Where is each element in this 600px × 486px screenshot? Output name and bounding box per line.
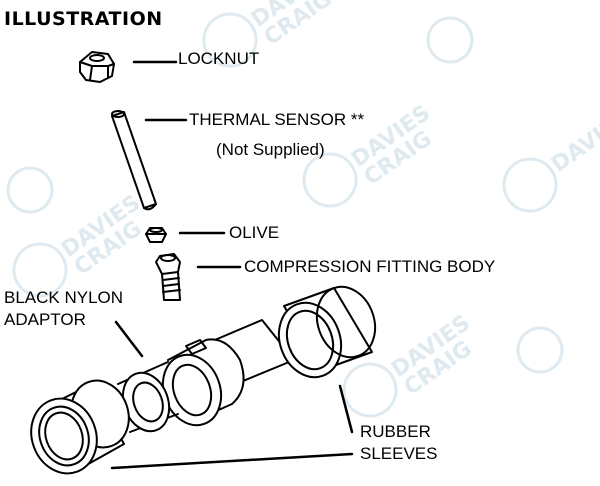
rubber-sleeve-right-part — [277, 285, 377, 379]
olive-part — [145, 227, 167, 243]
rubber-sleeves-leader-lower — [110, 452, 354, 470]
rubber-sleeves-leader-upper — [338, 384, 354, 434]
locknut-label: LOCKNUT — [178, 49, 260, 68]
locknut-part — [79, 51, 115, 83]
rubber-sleeve-left-part — [30, 379, 130, 475]
rubber-sleeves-label-line2: SLEEVES — [360, 444, 438, 463]
diagram-title: ILLUSTRATION — [4, 8, 163, 30]
not-supplied-note: (Not Supplied) — [216, 140, 325, 159]
nylon-adaptor-leader — [114, 320, 144, 358]
black-nylon-label-line2: ADAPTOR — [4, 310, 86, 329]
black-nylon-label-line1: BLACK NYLON — [4, 288, 124, 307]
watermark-logo — [426, 16, 474, 64]
thermal-sensor-part — [111, 110, 157, 211]
compression-fitting-body-label: COMPRESSION FITTING BODY — [244, 257, 496, 276]
nylon-adaptor-part — [117, 319, 295, 433]
compression-fitting-body-part — [155, 253, 181, 301]
watermark-logo — [516, 326, 564, 374]
thermal-sensor-label: THERMAL SENSOR ** — [189, 110, 365, 129]
rubber-sleeves-label-line1: RUBBER — [360, 422, 431, 441]
olive-label: OLIVE — [229, 223, 280, 242]
watermark-logo — [6, 166, 54, 214]
